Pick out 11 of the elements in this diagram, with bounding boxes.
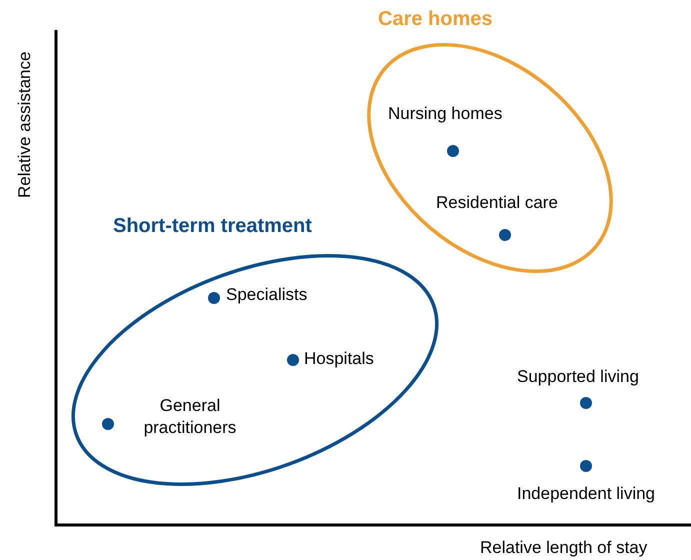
point-label: General practitioners	[142, 395, 238, 439]
point-label: Nursing homes	[388, 103, 502, 125]
point-label: Specialists	[226, 284, 308, 306]
axis-label: Relative assistance	[14, 52, 35, 198]
point-label: Supported living	[517, 366, 639, 388]
group-title: Care homes	[378, 8, 492, 31]
axis-label: Relative length of stay	[480, 537, 648, 559]
group-title: Short-term treatment	[113, 215, 312, 238]
point-label: Residential care	[436, 192, 558, 214]
point-label: Hospitals	[304, 348, 374, 370]
point-label: Independent living	[517, 483, 656, 505]
